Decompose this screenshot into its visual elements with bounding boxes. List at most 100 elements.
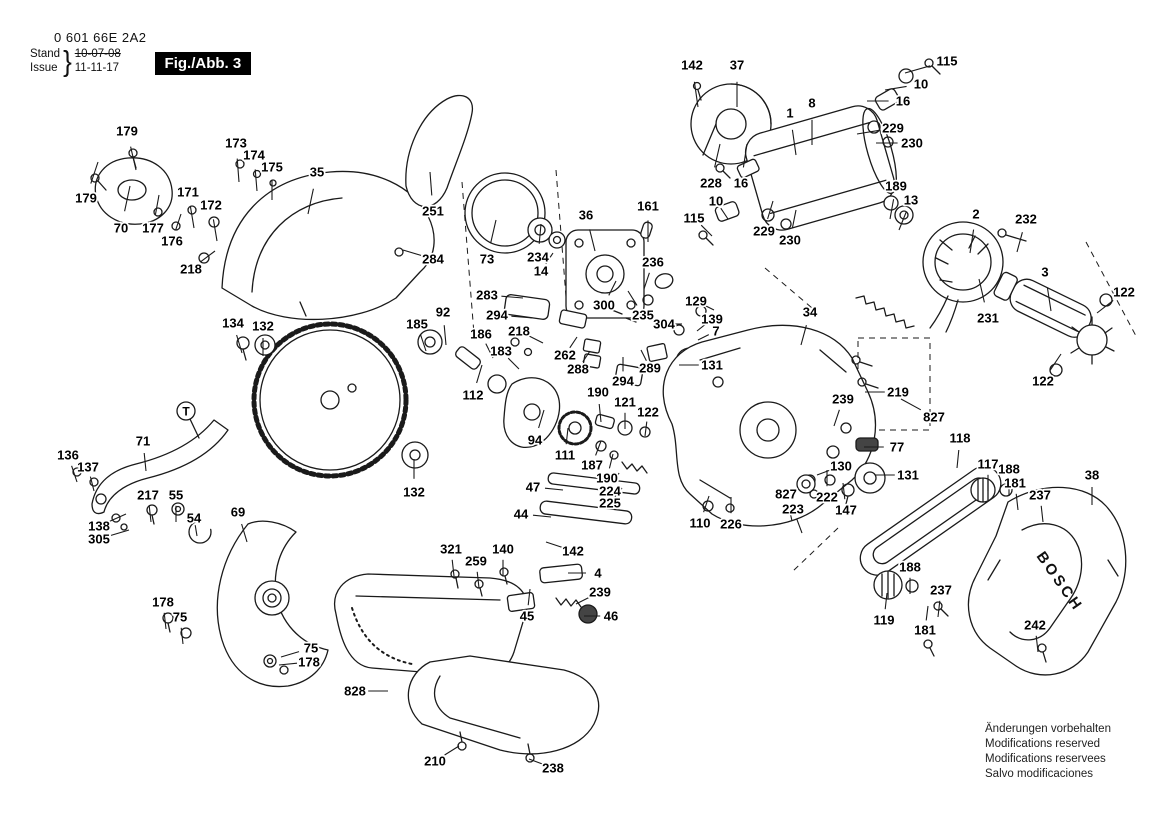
part-label-3: 3 [1041, 265, 1048, 280]
part-label-121: 121 [614, 395, 636, 410]
part-label-16: 16 [734, 176, 748, 191]
leader-line [90, 161, 99, 184]
leader-line [627, 290, 638, 306]
part-label-239: 239 [832, 392, 854, 407]
leader-line [833, 409, 840, 427]
leader-line [538, 409, 545, 429]
leader-lines-layer [71, 65, 1114, 765]
screw-232-shape [997, 228, 1027, 242]
part-label-237: 237 [930, 583, 952, 598]
leader-line [787, 504, 793, 522]
part-label-185: 185 [406, 317, 428, 332]
leader-line [485, 343, 494, 359]
leader-line [791, 209, 797, 229]
leader-line [154, 194, 160, 215]
leader-line [565, 427, 569, 445]
base-fasteners-shape [450, 472, 641, 763]
part-label-222: 222 [816, 490, 838, 505]
leader-line [613, 472, 620, 485]
leader-line [507, 357, 520, 370]
leader-line [956, 449, 960, 469]
part-label-140: 140 [492, 542, 514, 557]
part-label-178: 178 [152, 595, 174, 610]
part-label-828: 828 [344, 684, 366, 699]
leader-line [697, 334, 710, 341]
part-label-232: 232 [1015, 212, 1037, 227]
leader-line [714, 143, 721, 168]
leader-line [511, 315, 534, 319]
part-label-131: 131 [701, 358, 723, 373]
part-label-262: 262 [554, 348, 576, 363]
part-label-70: 70 [114, 221, 128, 236]
leader-line [800, 325, 807, 346]
leader-line [110, 529, 130, 536]
part-label-224: 224 [599, 484, 621, 499]
leader-line [1016, 232, 1023, 253]
part-label-7: 7 [712, 324, 719, 339]
leader-line [148, 505, 152, 523]
part-label-75: 75 [173, 610, 187, 625]
part-label-300: 300 [593, 298, 615, 313]
motor-small-parts-right [867, 58, 941, 148]
part-label-226: 226 [720, 517, 742, 532]
leader-line [71, 465, 78, 483]
part-label-94: 94 [528, 433, 543, 448]
part-label-112: 112 [463, 388, 484, 403]
leader-line [598, 403, 602, 423]
leader-line [696, 323, 707, 332]
stand-label: Stand [30, 48, 61, 60]
part-label-122: 122 [637, 405, 659, 420]
part-label-228: 228 [700, 176, 722, 191]
part-label-1: 1 [786, 106, 793, 121]
notice-line: Änderungen vorbehalten [985, 723, 1111, 735]
leader-line [1049, 353, 1062, 371]
gear-housing-small-parts [702, 355, 886, 513]
part-label-173: 173 [225, 136, 247, 151]
leader-line [589, 229, 596, 252]
part-label-172: 172 [200, 198, 222, 213]
leader-line [1096, 299, 1114, 314]
leader-line [163, 612, 167, 630]
leader-line [1040, 505, 1044, 523]
leader-line [969, 229, 975, 254]
part-label-218: 218 [180, 262, 202, 277]
spindle-washers-shape [236, 334, 429, 469]
part-label-238: 238 [542, 761, 564, 776]
construction-lines [461, 169, 1137, 573]
leader-line [429, 171, 433, 196]
part-label-181: 181 [1004, 476, 1026, 491]
part-label-225: 225 [599, 496, 621, 511]
motor-housing-shape [744, 105, 897, 231]
leader-line [143, 452, 147, 472]
field-stator-shape [922, 221, 1004, 333]
part-label-139: 139 [701, 312, 723, 327]
leader-line [545, 252, 554, 265]
part-label-54: 54 [187, 511, 202, 526]
part-label-179: 179 [75, 191, 97, 206]
issue-label: Issue [30, 62, 58, 74]
support-arm-shape [91, 419, 229, 515]
part-label-283: 283 [476, 288, 498, 303]
arm-fasteners-shape [72, 467, 212, 544]
part-label-239: 239 [589, 585, 611, 600]
arbor-assembly-shape [417, 329, 651, 474]
leader-line [109, 513, 127, 522]
leader-line [856, 129, 879, 135]
leader-line [307, 188, 314, 215]
leader-line [884, 592, 888, 610]
notice-line: Modifications reserved [985, 738, 1101, 750]
part-label-827: 827 [923, 410, 945, 425]
part-label-219: 219 [887, 385, 909, 400]
leader-line [720, 207, 729, 220]
leader-line [89, 476, 95, 492]
part-label-234: 234 [527, 250, 549, 265]
leader-line [700, 224, 713, 237]
part-label-175: 175 [261, 160, 283, 175]
part-label-284: 284 [422, 252, 444, 267]
part-label-142: 142 [562, 544, 584, 559]
part-label-55: 55 [169, 488, 183, 503]
modifications-notice: Änderungen vorbehalten Modifications res… [985, 722, 1111, 782]
upper-blade-guard-shape [221, 170, 435, 321]
leader-line [702, 304, 715, 311]
